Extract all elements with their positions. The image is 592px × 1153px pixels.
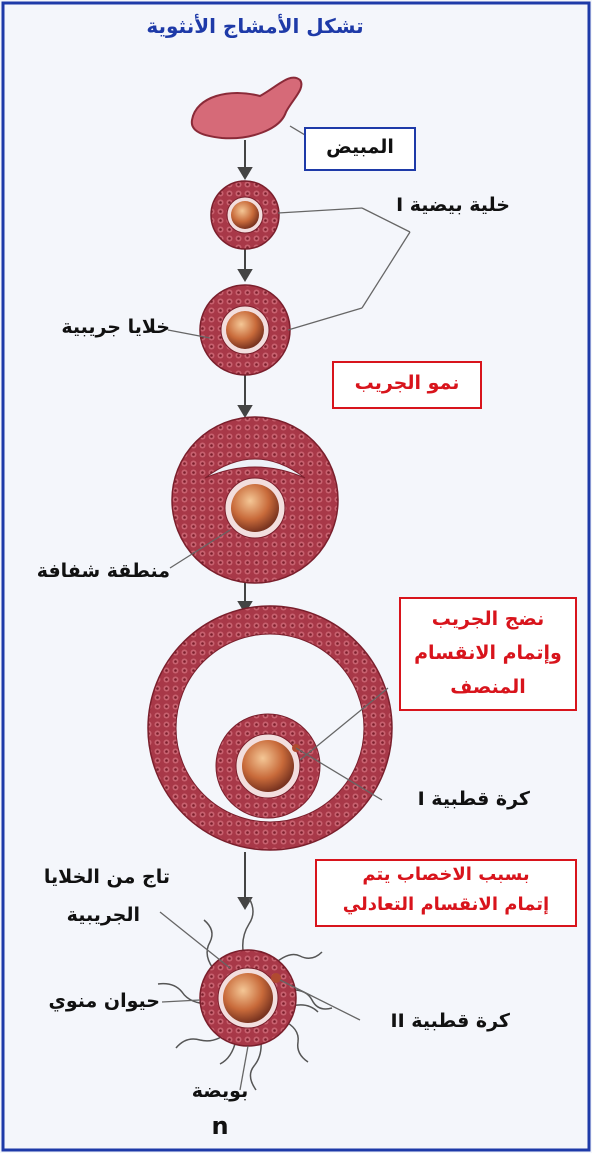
- label-oocyte: خلية بيضية I: [360, 194, 510, 216]
- note-fertilization-line2: إتمام الانقسام التعادلي: [316, 894, 576, 915]
- label-polar-body-2: كرة قطبية II: [360, 1010, 510, 1032]
- label-corona-line2: الجريبية: [10, 904, 140, 926]
- mature-follicle: [148, 606, 392, 850]
- label-polar-body-1: كرة قطبية I: [380, 788, 530, 810]
- note-maturation-line3: المنصف: [400, 676, 576, 698]
- label-zona: منطقة شفافة: [10, 560, 170, 582]
- label-ovary: المبيض: [305, 136, 415, 158]
- label-sperm: حيوان منوي: [10, 990, 160, 1012]
- ovum: [200, 950, 296, 1046]
- growing-follicle: [200, 285, 290, 375]
- note-maturation-line2: وإتمام الانقسام: [400, 642, 576, 664]
- note-fertilization-line1: بسبب الاخصاب يتم: [316, 864, 576, 885]
- label-corona-line1: تاج من الخلايا: [10, 866, 170, 888]
- label-ovum: بويضة: [170, 1080, 270, 1102]
- label-follicle-cells: خلايا جريبية: [20, 316, 170, 338]
- ovary-shape: [192, 78, 302, 139]
- note-growth: نمو الجريب: [333, 372, 481, 394]
- label-ploidy: n: [200, 1112, 240, 1140]
- diagram-title: تشكل الأمشاج الأنثوية: [140, 14, 370, 38]
- note-maturation-line1: نضج الجريب: [400, 608, 576, 630]
- primary-follicle: [211, 181, 279, 249]
- secondary-follicle: [172, 417, 338, 583]
